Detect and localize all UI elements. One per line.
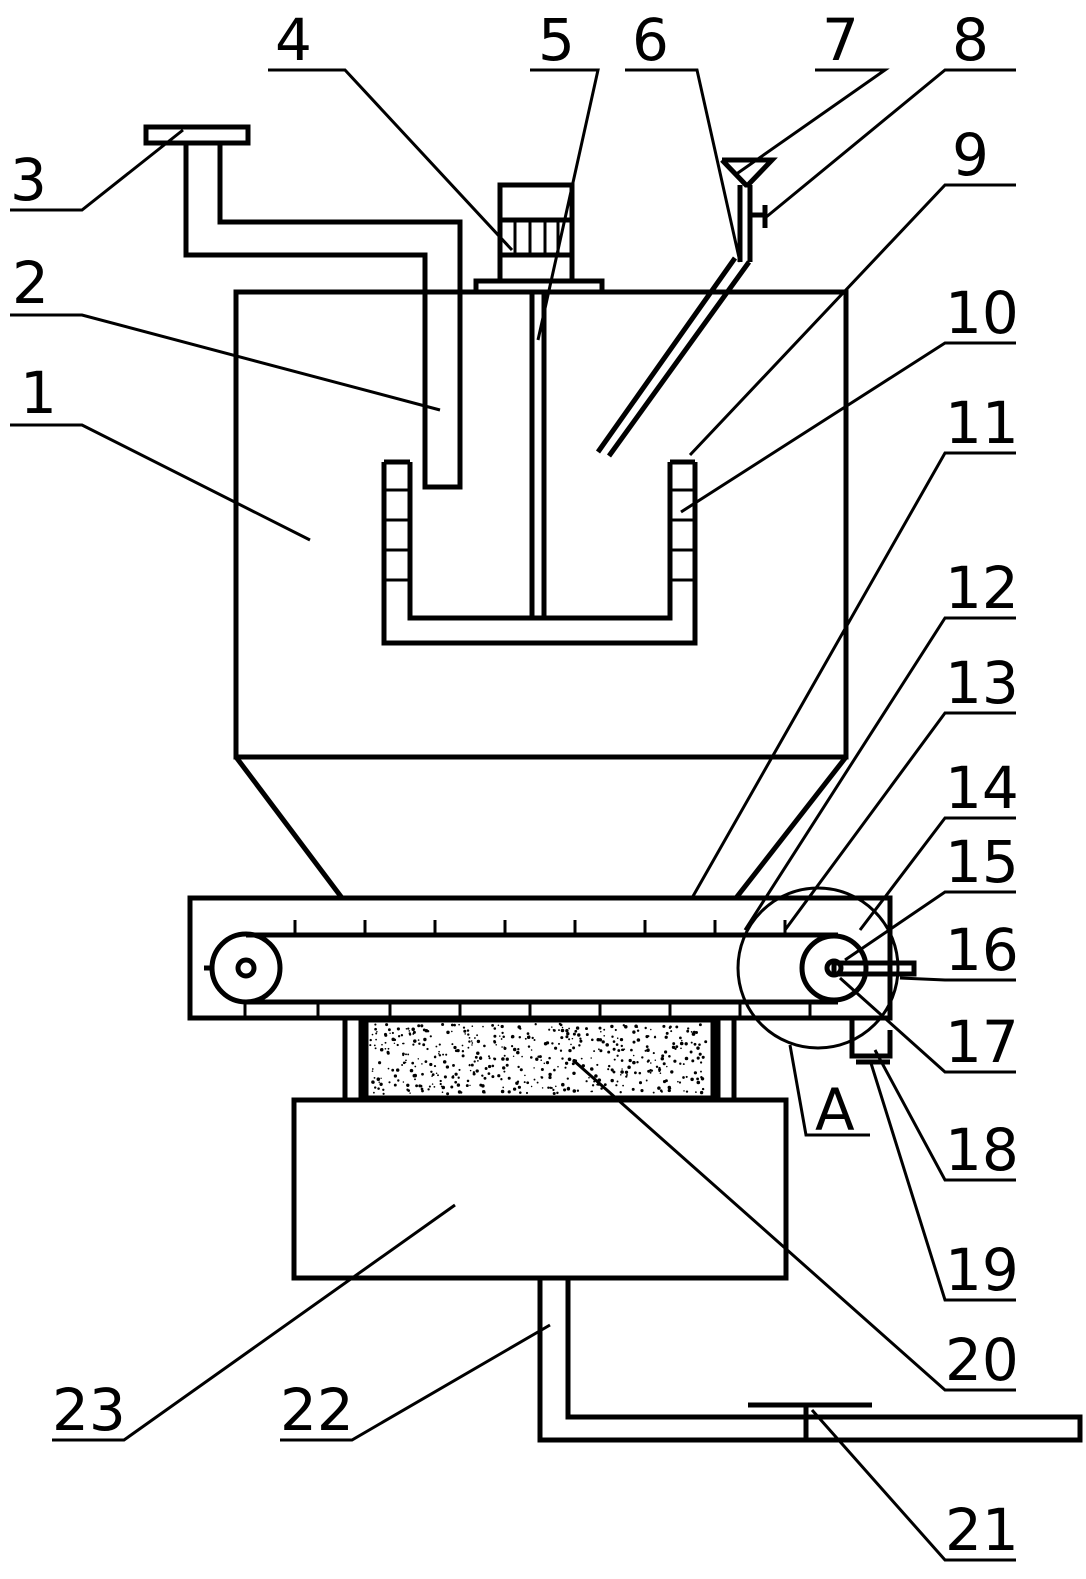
drain-pipe [537, 1278, 1083, 1443]
label-13: 13 [945, 649, 1019, 717]
label-3: 3 [10, 146, 47, 214]
stirring-shaft [529, 292, 547, 620]
conveyor-ticks-bottom [243, 1002, 812, 1018]
label-15: 15 [945, 828, 1019, 896]
label-21: 21 [945, 1496, 1019, 1564]
discharge-bracket [818, 1015, 893, 1065]
label-a: A [815, 1076, 855, 1144]
scraper-rod [831, 960, 917, 1018]
label-10: 10 [945, 279, 1019, 347]
label-20: 20 [945, 1326, 1019, 1394]
label-23: 23 [52, 1376, 126, 1444]
filter-media-texture [369, 1022, 708, 1096]
label-14: 14 [945, 754, 1019, 822]
label-18: 18 [945, 1116, 1019, 1184]
detail-circle-a [736, 886, 900, 1137]
feed-funnel [595, 157, 778, 458]
label-16: 16 [945, 916, 1019, 984]
leader-lines [10, 68, 1016, 1562]
inner-basket [381, 459, 698, 646]
label-4: 4 [275, 6, 312, 74]
conveyor-frame [187, 895, 893, 1021]
label-12: 12 [945, 554, 1019, 622]
label-8: 8 [952, 6, 989, 74]
label-17: 17 [945, 1008, 1019, 1076]
label-2: 2 [12, 249, 49, 317]
tank-body [233, 289, 849, 900]
label-19: 19 [945, 1236, 1019, 1304]
conveyor-ticks-top [293, 920, 787, 935]
label-9: 9 [952, 121, 989, 189]
label-11: 11 [945, 389, 1019, 457]
label-5: 5 [538, 6, 575, 74]
label-7: 7 [822, 6, 859, 74]
label-1: 1 [20, 359, 57, 427]
collection-tank [291, 1097, 789, 1281]
motor [473, 182, 605, 295]
inlet-pipe [143, 124, 463, 490]
filter-layer [342, 1015, 737, 1103]
label-22: 22 [280, 1376, 354, 1444]
part-labels: 3 4 5 6 7 8 9 2 10 1 11 12 13 14 15 16 1… [10, 6, 1019, 1564]
label-6: 6 [632, 6, 669, 74]
